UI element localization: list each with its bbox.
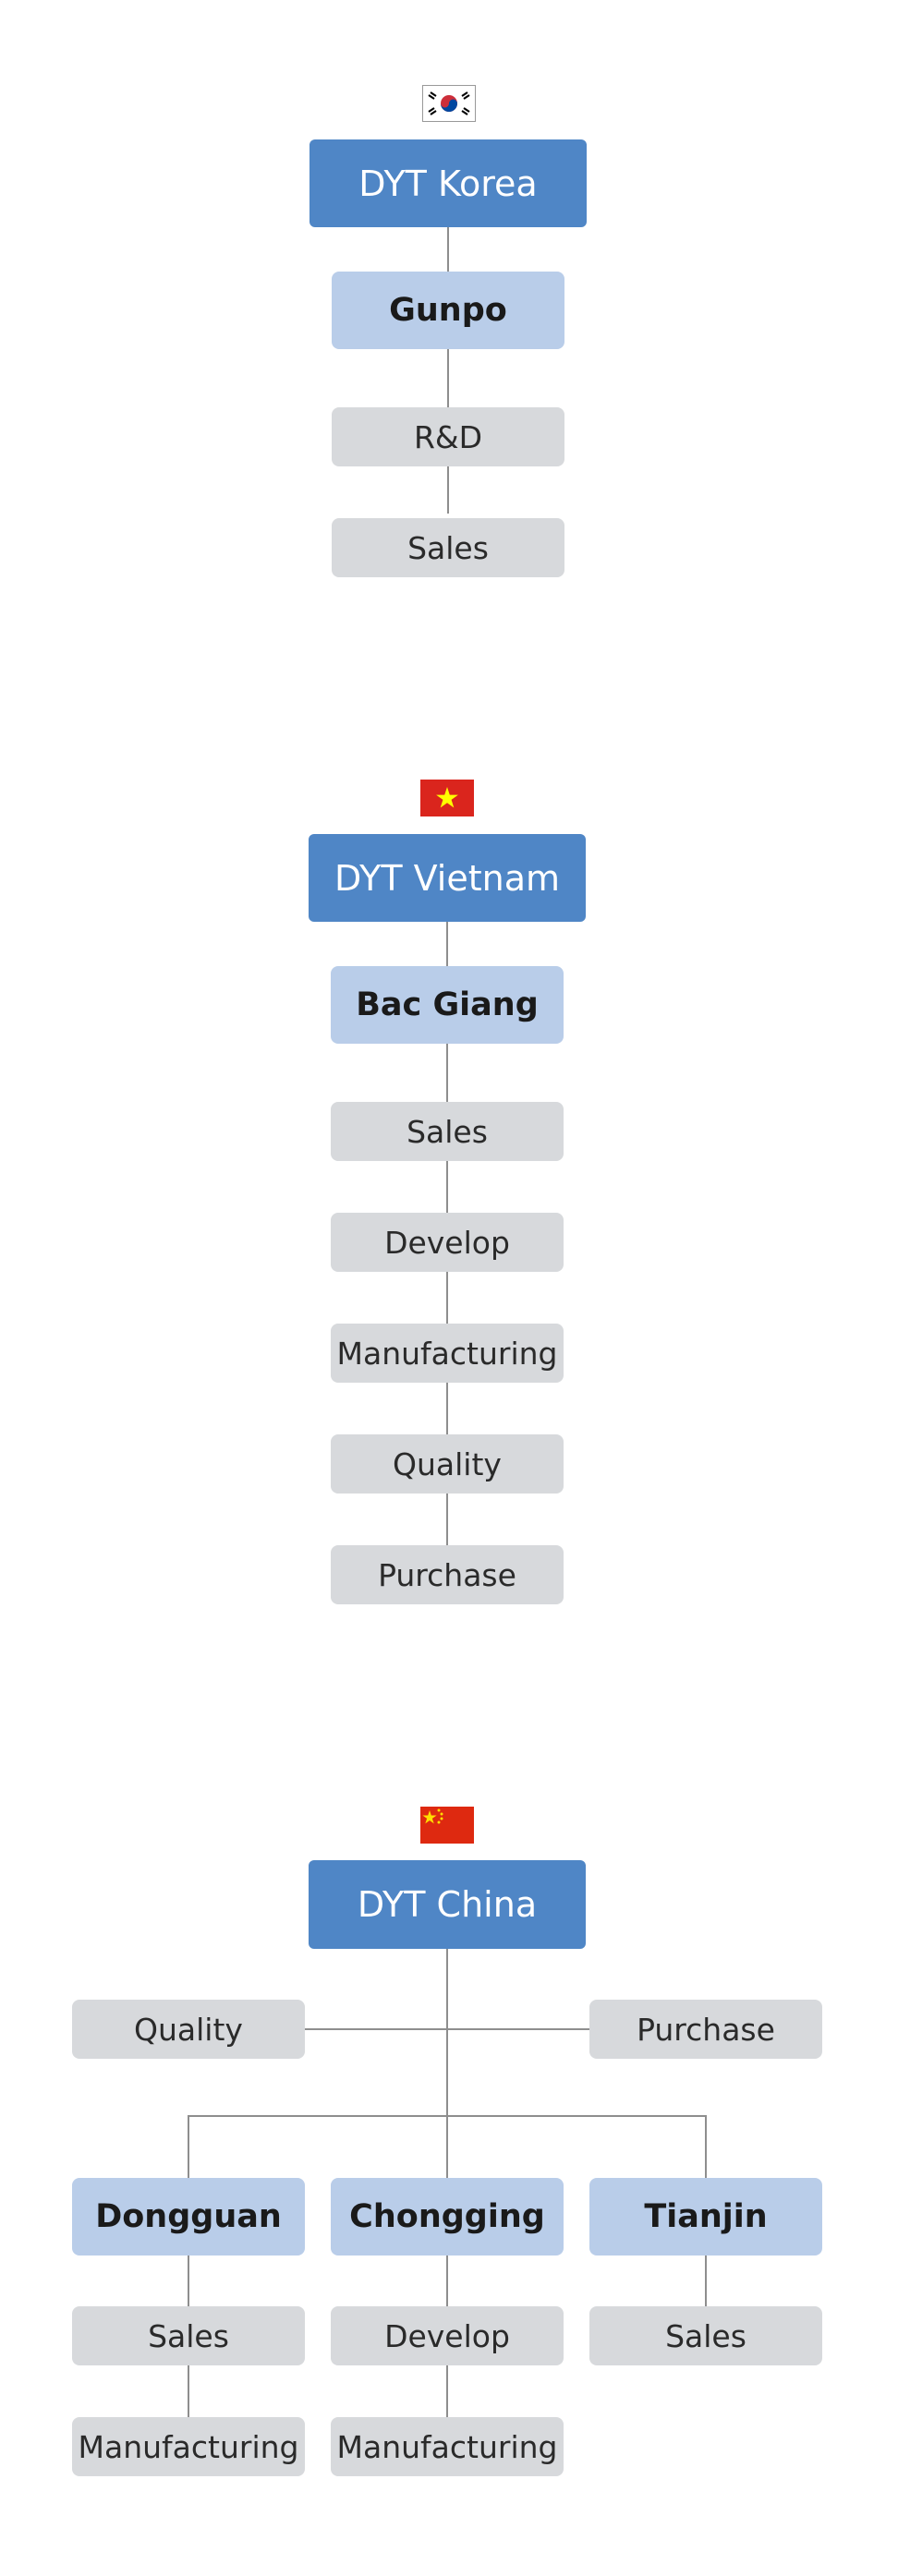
- dept-box: Sales: [331, 1102, 564, 1161]
- south-korea-flag-icon: [422, 85, 476, 122]
- site-box-tianjin: Tianjin: [589, 2178, 822, 2256]
- connector-line: [446, 1949, 448, 2180]
- connector-line: [305, 2028, 589, 2030]
- vietnam-flag-icon: [420, 780, 474, 816]
- site-box-gunpo: Gunpo: [332, 272, 564, 349]
- dept-box: Manufacturing: [72, 2417, 305, 2476]
- site-box-bac-giang: Bac Giang: [331, 966, 564, 1044]
- dept-box: Develop: [331, 1213, 564, 1272]
- dept-box: Sales: [589, 2306, 822, 2365]
- dept-box: Manufacturing: [331, 2417, 564, 2476]
- dept-box: Manufacturing: [331, 1324, 564, 1383]
- connector-line: [188, 2115, 189, 2466]
- company-box-vietnam: DYT Vietnam: [309, 834, 586, 922]
- dept-box-purchase: Purchase: [589, 2000, 822, 2059]
- dept-box: Purchase: [331, 1545, 564, 1604]
- site-box-chongging: Chongging: [331, 2178, 564, 2256]
- china-flag-icon: [420, 1807, 474, 1844]
- dept-box: R&D: [332, 407, 564, 466]
- connector-line: [188, 2115, 706, 2117]
- dept-box: Quality: [331, 1434, 564, 1494]
- connector-line: [447, 227, 449, 514]
- dept-box-quality: Quality: [72, 2000, 305, 2059]
- dept-box: Sales: [72, 2306, 305, 2365]
- dept-box: Sales: [332, 518, 564, 577]
- site-box-dongguan: Dongguan: [72, 2178, 305, 2256]
- dept-box: Develop: [331, 2306, 564, 2365]
- company-box-korea: DYT Korea: [309, 139, 587, 227]
- company-box-china: DYT China: [309, 1860, 586, 1949]
